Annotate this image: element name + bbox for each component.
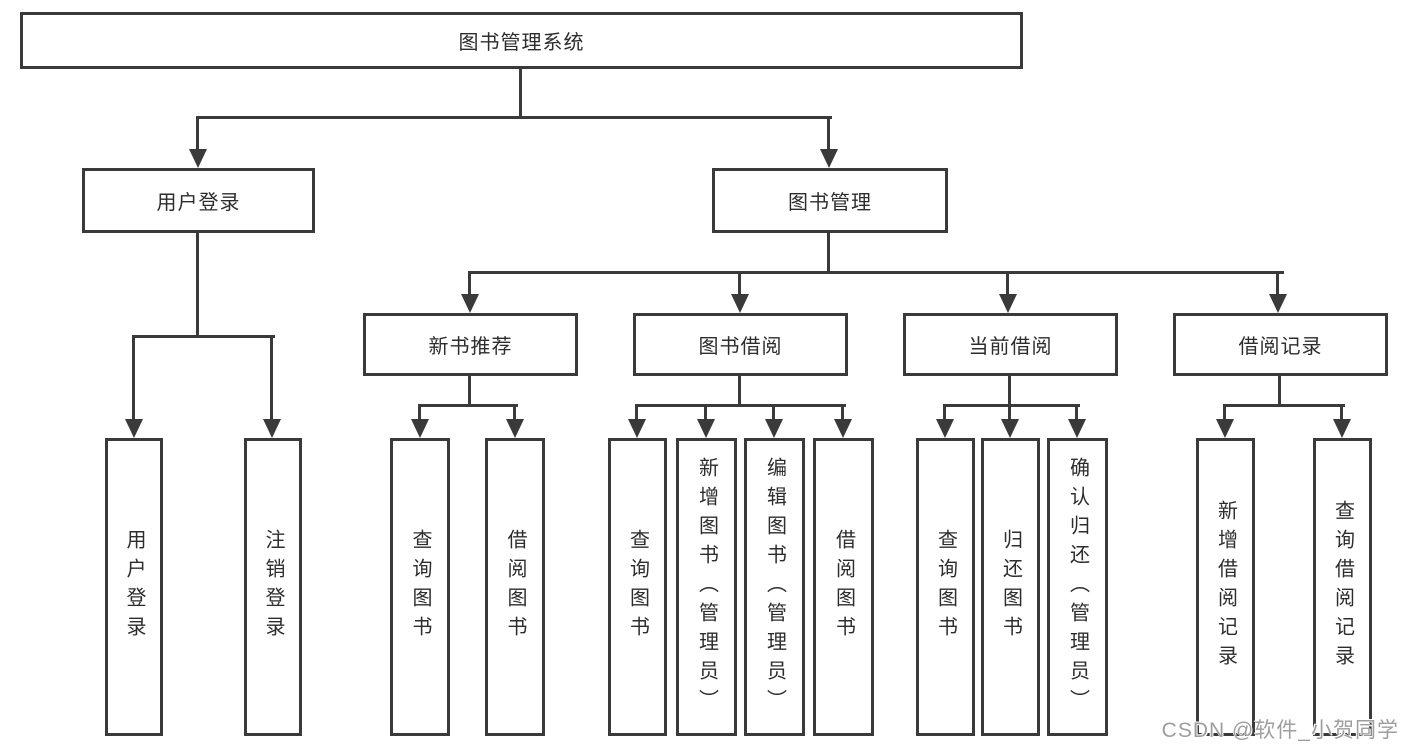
leaf-label: 确认归还（管理员） bbox=[1066, 456, 1089, 718]
connector-vline bbox=[738, 271, 741, 297]
connector-vline bbox=[1008, 404, 1011, 422]
connector-hline bbox=[635, 404, 846, 407]
connector-vline bbox=[841, 404, 844, 422]
connector-vline bbox=[1075, 404, 1078, 422]
node-label: 新书推荐 bbox=[428, 336, 513, 358]
leaf-label: 用户登录 bbox=[123, 529, 145, 645]
watermark: CSDN @软件_小贺同学 bbox=[1161, 719, 1399, 742]
arrow-down-icon bbox=[834, 419, 852, 438]
connector-vline bbox=[196, 116, 199, 151]
connector-vline bbox=[468, 373, 471, 406]
connector-vline bbox=[1008, 373, 1011, 406]
connector-hline bbox=[1223, 404, 1345, 407]
connector-hline bbox=[132, 335, 275, 338]
leaf-label: 借阅图书 bbox=[832, 529, 855, 645]
connector-vline bbox=[772, 404, 775, 422]
leaf-confirm-return-admin: 确认归还（管理员） bbox=[1047, 438, 1108, 736]
arrow-down-icon bbox=[506, 419, 524, 438]
connector-vline bbox=[738, 373, 741, 406]
leaf-borrow-books-borrowing: 借阅图书 bbox=[813, 438, 874, 736]
connector-vline bbox=[1340, 404, 1343, 422]
node-new-book-recommend: 新书推荐 bbox=[363, 313, 578, 376]
connector-vline bbox=[827, 116, 830, 151]
arrow-down-icon bbox=[189, 149, 207, 168]
node-label: 用户登录 bbox=[156, 192, 241, 214]
connector-vline bbox=[635, 404, 638, 422]
node-label: 图书管理系统 bbox=[458, 32, 585, 54]
arrow-down-icon bbox=[411, 419, 429, 438]
node-book-management: 图书管理 bbox=[712, 168, 948, 233]
connector-vline bbox=[1278, 373, 1281, 406]
leaf-add-book-admin: 新增图书（管理员） bbox=[676, 438, 737, 736]
connector-hline bbox=[196, 116, 832, 119]
leaf-label: 编辑图书（管理员） bbox=[763, 456, 786, 718]
connector-vline bbox=[827, 231, 830, 274]
leaf-query-books-borrowing: 查询图书 bbox=[608, 438, 667, 736]
node-label: 图书借阅 bbox=[698, 336, 783, 358]
node-label: 借阅记录 bbox=[1238, 336, 1323, 358]
node-borrowing-records: 借阅记录 bbox=[1173, 313, 1388, 376]
leaf-logout: 注销登录 bbox=[244, 438, 302, 736]
connector-hline bbox=[418, 404, 518, 407]
connector-vline bbox=[943, 404, 946, 422]
leaf-label: 新增借阅记录 bbox=[1214, 500, 1237, 674]
leaf-add-borrow-record: 新增借阅记录 bbox=[1196, 438, 1255, 736]
arrow-down-icon bbox=[263, 419, 281, 438]
node-current-borrowing: 当前借阅 bbox=[903, 313, 1118, 376]
leaf-return-book: 归还图书 bbox=[981, 438, 1040, 736]
node-label: 图书管理 bbox=[788, 192, 872, 214]
connector-vline bbox=[513, 404, 516, 422]
leaf-label: 归还图书 bbox=[999, 529, 1022, 645]
node-root: 图书管理系统 bbox=[20, 12, 1023, 69]
arrow-down-icon bbox=[1001, 419, 1019, 438]
arrow-down-icon bbox=[1216, 419, 1234, 438]
leaf-query-books-recommend: 查询图书 bbox=[390, 438, 450, 736]
connector-vline bbox=[418, 404, 421, 422]
leaf-label: 查询借阅记录 bbox=[1331, 500, 1354, 674]
connector-vline bbox=[1276, 271, 1279, 297]
connector-vline bbox=[519, 66, 522, 118]
connector-hline bbox=[468, 271, 1284, 274]
node-book-borrowing: 图书借阅 bbox=[633, 313, 848, 376]
arrow-down-icon bbox=[1269, 294, 1287, 313]
leaf-borrow-books-recommend: 借阅图书 bbox=[485, 438, 545, 736]
leaf-user-login: 用户登录 bbox=[105, 438, 163, 736]
leaf-label: 查询图书 bbox=[626, 529, 649, 645]
leaf-label: 新增图书（管理员） bbox=[695, 456, 718, 718]
arrow-down-icon bbox=[731, 294, 749, 313]
arrow-down-icon bbox=[820, 149, 838, 168]
connector-vline bbox=[1006, 271, 1009, 297]
connector-vline bbox=[270, 335, 273, 421]
connector-vline bbox=[704, 404, 707, 422]
node-label: 当前借阅 bbox=[968, 336, 1053, 358]
arrow-down-icon bbox=[125, 419, 143, 438]
node-user-login: 用户登录 bbox=[82, 168, 315, 233]
leaf-label: 查询图书 bbox=[409, 529, 431, 645]
connector-hline bbox=[943, 404, 1080, 407]
connector-vline bbox=[1223, 404, 1226, 422]
leaf-query-borrow-record: 查询借阅记录 bbox=[1313, 438, 1372, 736]
arrow-down-icon bbox=[461, 294, 479, 313]
connector-vline bbox=[132, 335, 135, 421]
leaf-label: 查询图书 bbox=[934, 529, 957, 645]
arrow-down-icon bbox=[936, 419, 954, 438]
leaf-label: 借阅图书 bbox=[504, 529, 526, 645]
leaf-edit-book-admin: 编辑图书（管理员） bbox=[744, 438, 805, 736]
leaf-query-books-current: 查询图书 bbox=[916, 438, 975, 736]
arrow-down-icon bbox=[1333, 419, 1351, 438]
arrow-down-icon bbox=[628, 419, 646, 438]
arrow-down-icon bbox=[999, 294, 1017, 313]
arrow-down-icon bbox=[1068, 419, 1086, 438]
arrow-down-icon bbox=[765, 419, 783, 438]
arrow-down-icon bbox=[697, 419, 715, 438]
connector-vline bbox=[196, 231, 199, 337]
leaf-label: 注销登录 bbox=[262, 529, 284, 645]
connector-vline bbox=[468, 271, 471, 297]
